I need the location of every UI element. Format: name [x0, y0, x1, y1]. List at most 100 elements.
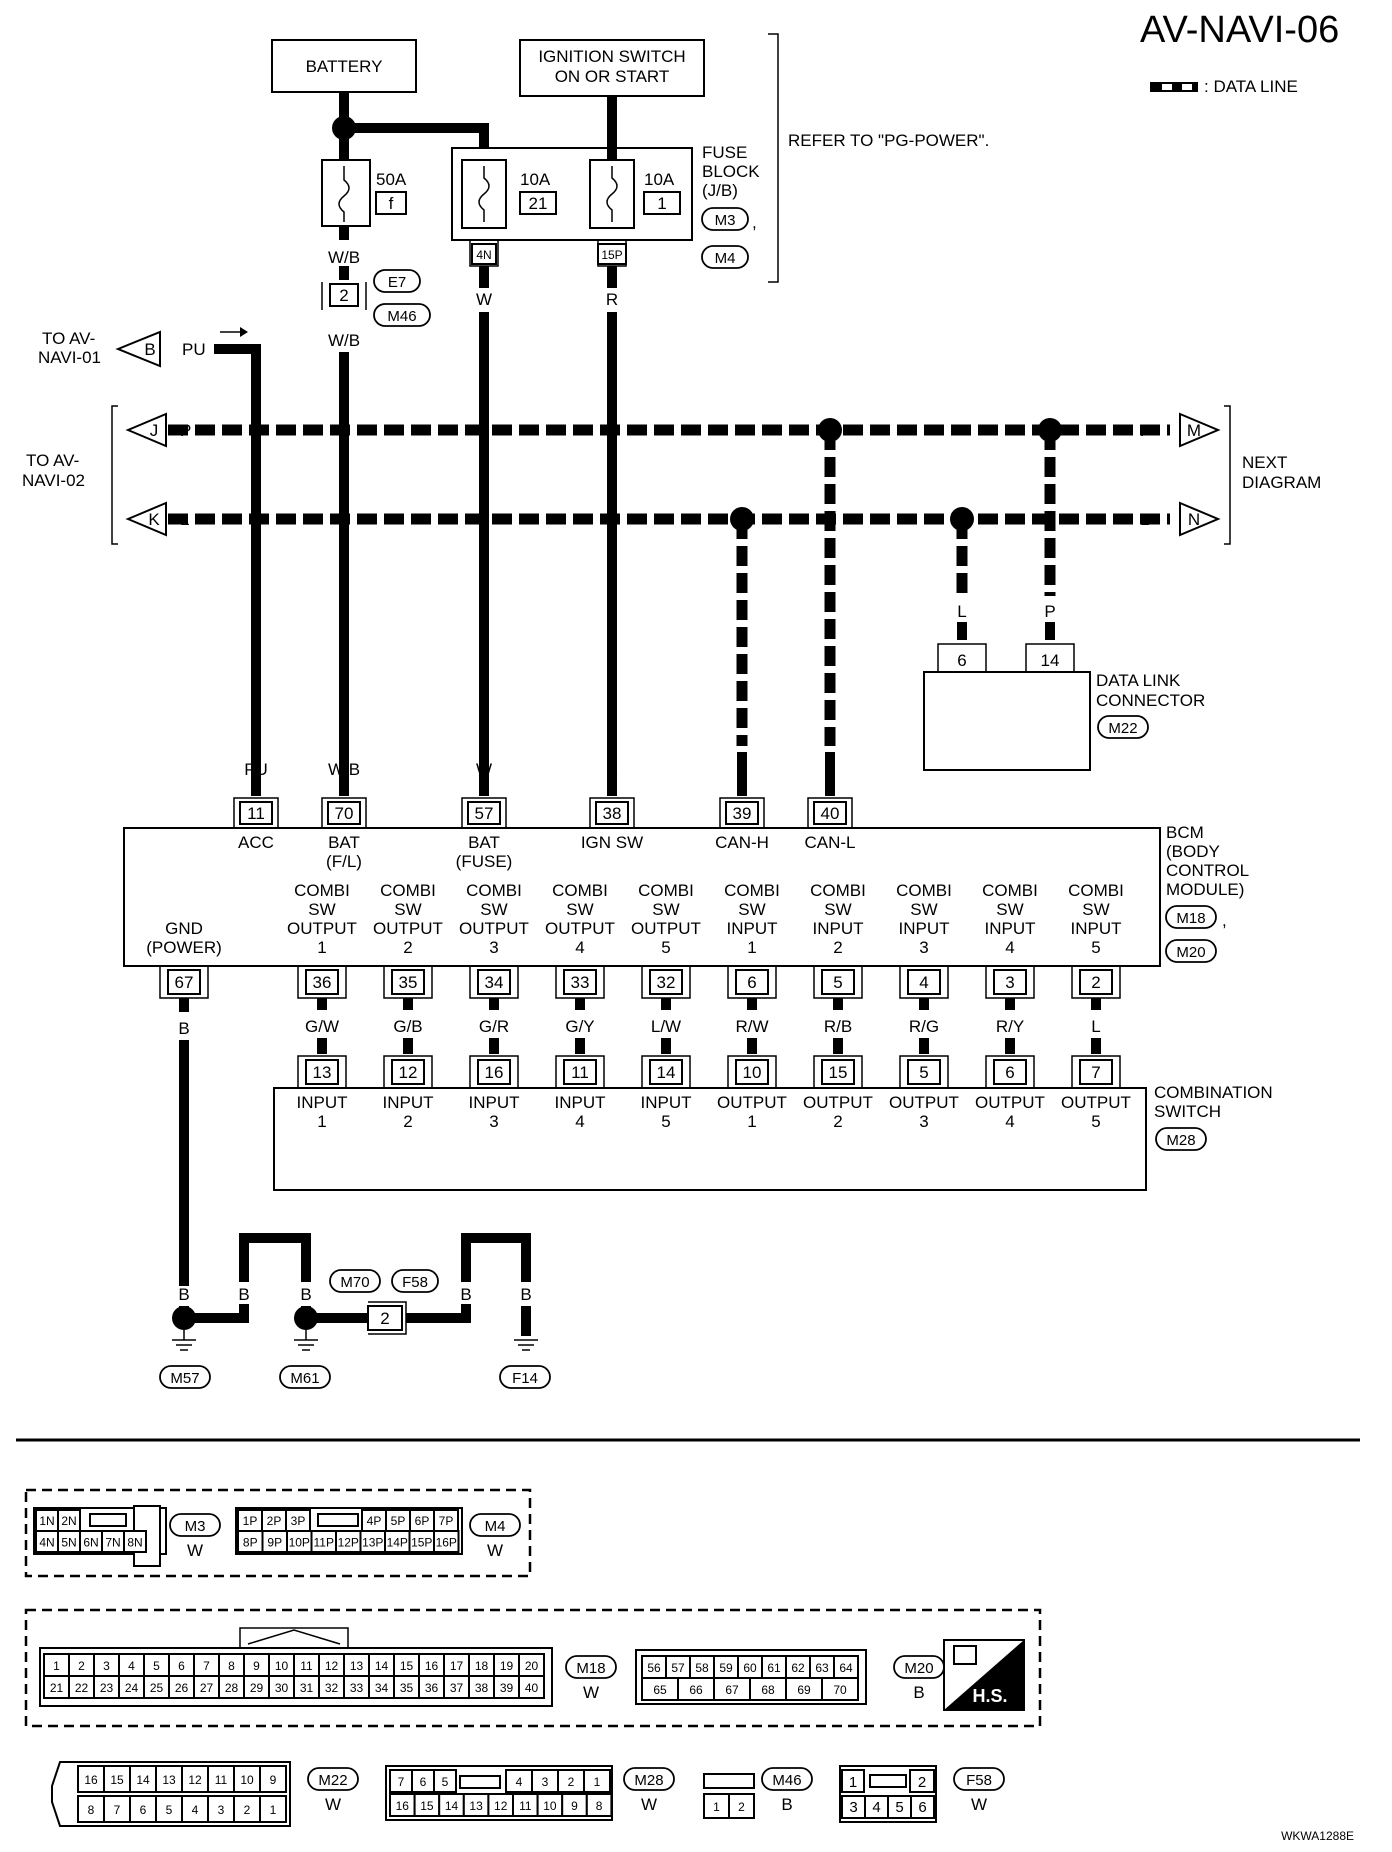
bcm-top-pin: 57: [475, 804, 494, 823]
bcm-bottom-wire-color: R/G: [909, 1017, 939, 1036]
pin-e7-m46: 2: [339, 286, 348, 305]
bcm-conn-m18: M18: [1176, 910, 1205, 927]
dlc-conn-m22: M22: [1108, 720, 1137, 737]
ground-conn-f58: F58: [402, 1274, 428, 1291]
connector-cavity: 16: [425, 1659, 439, 1673]
to-av-navi-01-1: TO AV-: [42, 329, 95, 348]
connector-cavity: 3P: [291, 1514, 306, 1528]
ignition-switch-box: [519, 39, 705, 97]
connector-cavity: 2N: [61, 1514, 76, 1528]
fuse-10a-b-id: 1: [657, 194, 666, 213]
bcm-bottom-wire-color: G/Y: [565, 1017, 594, 1036]
combi-switch-pin-num: 5: [1091, 1112, 1100, 1131]
bcm-bottom-pin-label: OUTPUT: [373, 919, 443, 938]
connector-cavity: 11P: [314, 1536, 334, 1550]
combi-switch-conn-m28: M28: [1166, 1132, 1195, 1149]
bcm-combi-word-2: SW: [824, 900, 851, 919]
connector-name: M18: [576, 1660, 605, 1677]
connector-cavity: 21: [50, 1681, 64, 1695]
combi-switch-pin: 10: [743, 1063, 762, 1082]
combi-switch-pin-num: 2: [833, 1112, 842, 1131]
connector-cavity: 56: [647, 1661, 661, 1675]
combi-switch-pin-label: INPUT: [555, 1093, 606, 1112]
connector-cavity: 29: [250, 1681, 264, 1695]
bcm-name-4: MODULE): [1166, 880, 1244, 899]
connector-cavity: 1: [53, 1659, 60, 1673]
to-av-navi-01-2: NAVI-01: [38, 348, 101, 367]
data-link-connector: [923, 671, 1091, 771]
connector-cavity: 63: [815, 1661, 829, 1675]
bcm-bottom-wire-color: G/R: [479, 1017, 509, 1036]
bcm-top-pin-label-2: (F/L): [326, 852, 362, 871]
bcm-bottom-pin-num: 2: [833, 938, 842, 957]
connector-cavity: 13: [162, 1773, 176, 1787]
connector-cavity: 9: [270, 1773, 277, 1787]
wire-color-wb-upper: W/B: [328, 248, 360, 267]
connector-cavity: 10: [543, 1799, 557, 1813]
pin-15p: 15P: [601, 248, 622, 262]
bcm-bottom-pin-num: 1: [747, 938, 756, 957]
to-av-navi-02-2: NAVI-02: [22, 471, 85, 490]
connector-cavity: 18: [475, 1659, 489, 1673]
bcm-bottom-pin-label: INPUT: [813, 919, 864, 938]
connector-cavity: 13: [469, 1799, 483, 1813]
bcm-bottom-pin-num: 1: [317, 938, 326, 957]
bcm-combi-word-2: SW: [394, 900, 421, 919]
bcm-bottom-pin: 32: [657, 973, 676, 992]
dlc-pin-6: 6: [957, 651, 966, 670]
combi-switch-pin: 5: [919, 1063, 928, 1082]
bcm-bottom-pin-num: 4: [575, 938, 584, 957]
connector-cavity: 25: [150, 1681, 164, 1695]
bcm-bottom-pin-num: 5: [661, 938, 670, 957]
combi-switch-pin-label: OUTPUT: [803, 1093, 873, 1112]
bcm-top-pin-label: BAT: [468, 833, 500, 852]
connector-cavity: 6N: [83, 1536, 98, 1550]
connector-cavity: 37: [450, 1681, 464, 1695]
combi-switch-pin-num: 4: [575, 1112, 584, 1131]
connector-cavity: 12: [494, 1799, 508, 1813]
ignition-label-1: IGNITION SWITCH: [538, 47, 685, 66]
bcm-top-pin: 70: [335, 804, 354, 823]
bcm-top-pin-label-2: (FUSE): [456, 852, 513, 871]
connector-cavity: 20: [525, 1659, 539, 1673]
bcm-bottom-pin-num: 3: [919, 938, 928, 957]
combi-switch-pin: 15: [829, 1063, 848, 1082]
bcm-bottom-pin-num: 3: [489, 938, 498, 957]
connector-cavity: 2: [918, 1774, 926, 1791]
fuse-10a-a-id: 21: [529, 194, 548, 213]
bcm-top-pin: 40: [821, 804, 840, 823]
connector-cavity: 3: [218, 1803, 225, 1817]
connector-cavity: 5N: [61, 1536, 76, 1550]
harness-side-label: H.S.: [972, 1686, 1007, 1706]
ground-m57: M57: [170, 1370, 199, 1387]
combi-switch-pin-label: INPUT: [297, 1093, 348, 1112]
refer-label: REFER TO "PG-POWER".: [788, 131, 989, 150]
bcm-name-3: CONTROL: [1166, 861, 1249, 880]
bcm-bottom-pin: 34: [485, 973, 504, 992]
connector-cavity: 15: [400, 1659, 414, 1673]
wire-color-b-gnd-top: B: [178, 1019, 189, 1038]
connector-name: M4: [485, 1518, 506, 1535]
ref-j-arrow: [125, 412, 167, 448]
connector-cavity: 6: [420, 1775, 427, 1789]
bcm-bottom-pin-num: 2: [403, 938, 412, 957]
ref-j-label: J: [150, 421, 159, 440]
bcm-top-wire-color: W: [476, 760, 492, 779]
wire-color-b-g2: B: [238, 1285, 249, 1304]
bcm-bottom-pin: 2: [1091, 973, 1100, 992]
connector-cavity: 1: [270, 1803, 277, 1817]
connector-color: W: [187, 1541, 203, 1560]
connector-cavity: 8: [88, 1803, 95, 1817]
dlc-label-1: DATA LINK: [1096, 671, 1181, 690]
connector-cavity: 23: [100, 1681, 114, 1695]
connector-icon: [953, 1645, 977, 1665]
connector-cavity: 19: [500, 1659, 514, 1673]
connector-cavity: 9P: [267, 1536, 282, 1550]
connector-cavity: 14: [136, 1773, 150, 1787]
bcm-top-pin-label: BAT: [328, 833, 360, 852]
connector-cavity: 5: [895, 1799, 903, 1816]
connector-color: W: [641, 1795, 657, 1814]
pin-4n: 4N: [476, 248, 491, 262]
fuse-block-label-1: FUSE: [702, 143, 747, 162]
connector-name: M22: [318, 1772, 347, 1789]
